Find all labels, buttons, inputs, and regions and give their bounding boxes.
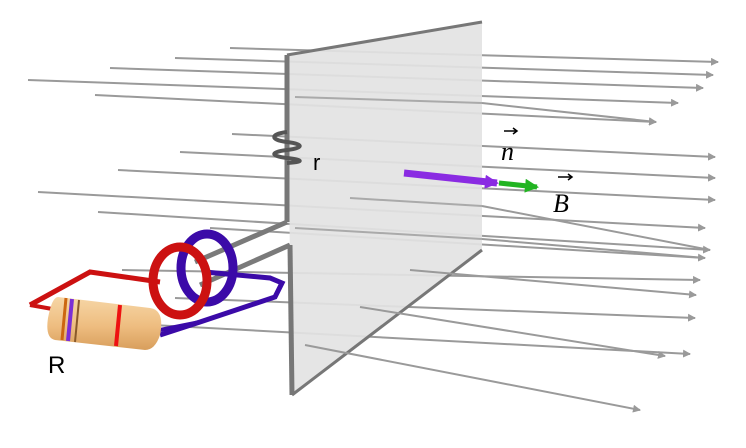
resistor-band <box>66 298 74 342</box>
slip-ring-front <box>148 242 212 320</box>
brush-wire-front <box>28 269 161 308</box>
label-field-vector: B <box>553 189 569 218</box>
field-line <box>481 238 706 259</box>
loop-plate-edge <box>287 244 295 396</box>
field-line <box>409 269 697 299</box>
label-internal-resistance: r <box>313 150 320 175</box>
slip-rings <box>28 229 286 338</box>
slip-ring-back <box>176 229 238 307</box>
lead-wire <box>198 242 292 288</box>
normal-vector-arrow <box>403 169 499 189</box>
field-line <box>59 319 691 358</box>
loop-leads <box>194 219 292 288</box>
field-line <box>294 96 483 104</box>
internal-resistance-symbol <box>272 130 302 165</box>
field-line <box>294 227 483 240</box>
normal-vector-overarrow <box>504 127 519 135</box>
field-lines-front <box>304 102 711 413</box>
label-normal-vector: n <box>501 137 514 166</box>
field-lines-through-plate <box>294 96 483 240</box>
resistor-band <box>60 297 68 341</box>
field-line <box>304 344 641 413</box>
field-line <box>359 306 666 359</box>
field-vector-overarrow <box>558 173 574 181</box>
field-line <box>481 205 711 251</box>
loop-plate <box>287 22 482 395</box>
lead-wire <box>194 219 288 265</box>
field-line <box>481 102 657 126</box>
field-line <box>349 197 483 207</box>
field-vector-arrow <box>498 178 539 193</box>
resistor-lead <box>159 320 201 332</box>
resistor-band <box>74 299 80 343</box>
resistor-band <box>114 304 122 347</box>
field-line <box>174 297 696 322</box>
external-resistor <box>29 297 201 350</box>
label-resistor: R <box>48 352 65 379</box>
